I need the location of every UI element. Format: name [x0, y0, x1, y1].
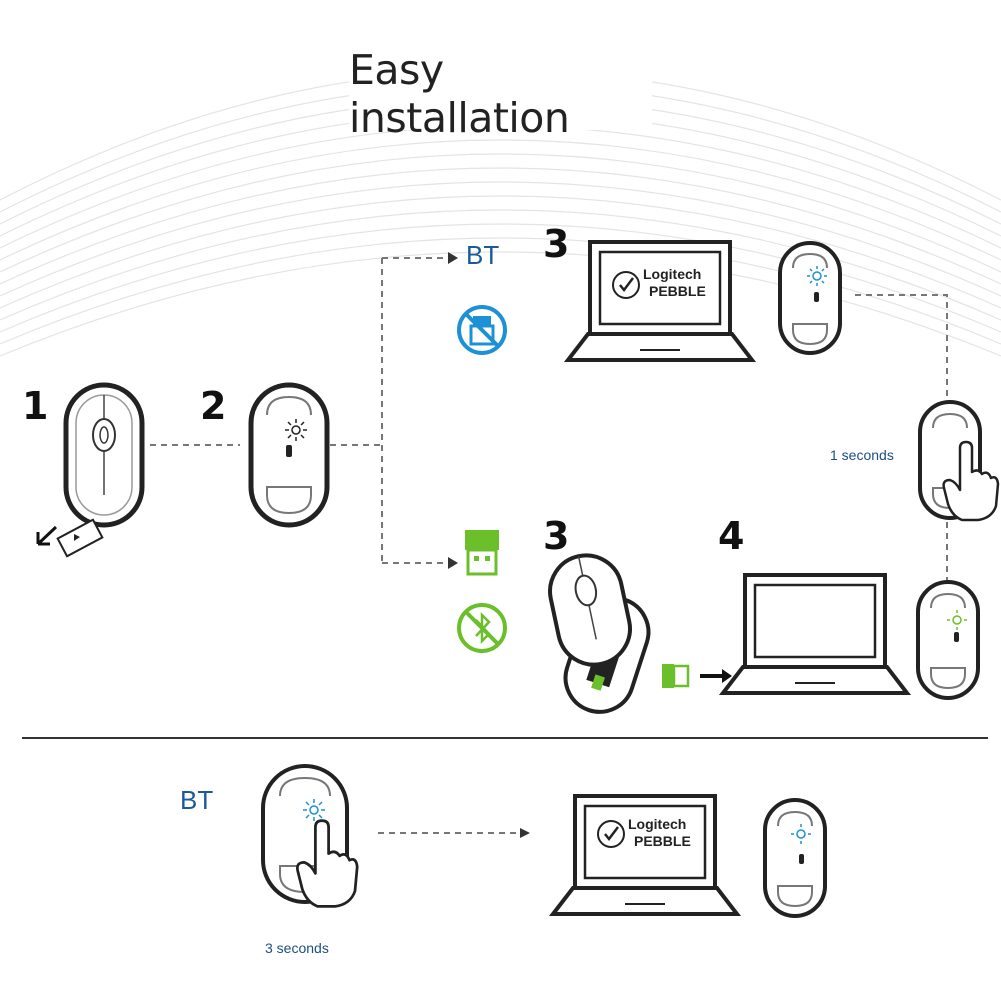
title-box: Easy installation — [349, 46, 652, 142]
receiver-plug-icon — [662, 664, 690, 688]
bt-label-bottom: BT — [180, 785, 214, 815]
receiver-mouse-top-icon — [548, 553, 632, 667]
bt-screen-text: Logitech PEBBLE — [643, 266, 706, 300]
bottom-screen-text: Logitech PEBBLE — [628, 816, 691, 850]
bottom-screen-check-icon — [597, 820, 625, 848]
step1-mouse-icon — [66, 385, 142, 525]
receiver-led-icon — [947, 610, 967, 630]
no-receiver-icon — [457, 305, 507, 355]
flow-arrowheads — [448, 252, 530, 838]
step-number-2: 2 — [200, 384, 227, 428]
bottom-led-icon — [303, 799, 325, 821]
plug-arrow-icon — [700, 669, 732, 683]
hold-short-label: 1 seconds — [830, 447, 894, 463]
bt-screen-product: PEBBLE — [649, 283, 706, 299]
receiver-eject-icon — [36, 518, 104, 558]
bt-screen-brand: Logitech — [643, 266, 702, 282]
step2-mouse-bottom-icon — [251, 385, 327, 525]
bt-laptop-icon — [566, 240, 754, 362]
step-number-4: 4 — [718, 514, 745, 558]
step4-laptop-icon — [721, 573, 909, 695]
bt-label-top: BT — [466, 240, 500, 270]
receiver-mouse-bottom-icon — [916, 580, 980, 700]
usb-receiver-icon — [465, 530, 499, 576]
bottom-screen-brand: Logitech — [628, 816, 687, 832]
flow-connectors — [150, 257, 948, 834]
bt-mouse-bottom-icon — [778, 241, 842, 355]
bottom-paired-led-icon — [791, 824, 811, 844]
step-number-3-receiver: 3 — [543, 514, 570, 558]
step-number-3-bt: 3 — [543, 222, 570, 266]
bt-led-icon — [807, 266, 827, 286]
no-bluetooth-icon — [457, 603, 507, 653]
step-number-1: 1 — [22, 384, 49, 428]
page-title: Easy installation — [349, 46, 570, 142]
led-blink-icon — [285, 419, 307, 441]
hold-long-label: 3 seconds — [265, 940, 329, 956]
bt-screen-check-icon — [612, 271, 640, 299]
bottom-paired-mouse-icon — [763, 798, 827, 918]
bottom-screen-product: PEBBLE — [634, 833, 691, 849]
bottom-laptop-icon — [551, 794, 739, 916]
